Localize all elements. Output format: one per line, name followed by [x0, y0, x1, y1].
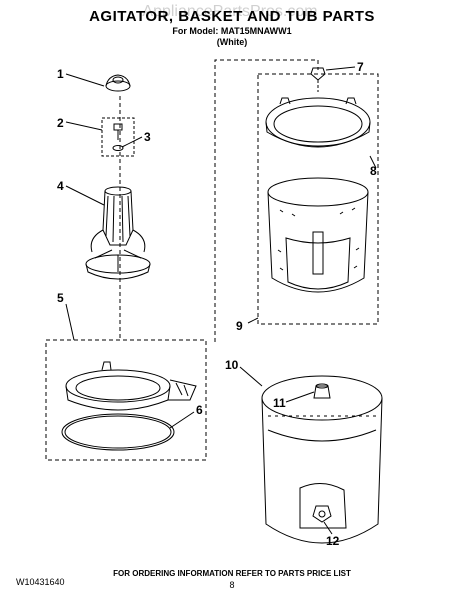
gasket-part — [61, 413, 175, 451]
callout-12: 12 — [326, 534, 340, 548]
callout-1: 1 — [57, 67, 64, 81]
ordering-info: FOR ORDERING INFORMATION REFER TO PARTS … — [113, 569, 351, 578]
leader-10 — [239, 366, 263, 387]
callout-6: 6 — [196, 403, 203, 417]
leader-6 — [169, 411, 195, 429]
drain-nut-part — [312, 505, 332, 523]
leader-11 — [285, 391, 315, 403]
watermark: AppliancePartsPros.com — [142, 3, 318, 20]
leader-5 — [65, 303, 75, 341]
leader-1 — [65, 73, 105, 87]
document-number: W10431640 — [16, 577, 65, 587]
washer-part — [112, 145, 124, 151]
basket-part — [267, 177, 369, 293]
fastener-group-box — [101, 117, 135, 157]
callout-9: 9 — [236, 319, 243, 333]
callout-8: 8 — [370, 164, 377, 178]
callout-3: 3 — [144, 130, 151, 144]
agitator-cap-part — [105, 74, 131, 92]
tub-seal-part — [313, 383, 331, 399]
bolt-part — [113, 123, 123, 140]
callout-7: 7 — [357, 60, 364, 74]
balance-ring-part — [265, 97, 371, 148]
tub-ring-group-box — [45, 339, 207, 461]
callout-2: 2 — [57, 116, 64, 130]
outer-tub-part — [261, 375, 383, 544]
page-title: AGITATOR, BASKET AND TUB PARTS — [89, 8, 375, 25]
callout-11: 11 — [273, 396, 286, 410]
agitator-part — [85, 186, 151, 280]
leader-8 — [369, 155, 377, 169]
model-line: For Model: MAT15MNAWW1 — [172, 26, 292, 36]
color-line: (White) — [216, 37, 248, 47]
leader-4 — [65, 185, 105, 206]
callout-10: 10 — [225, 358, 239, 372]
leader-9 — [247, 317, 259, 324]
tub-ring-part — [65, 361, 197, 411]
hub-nut-part — [310, 67, 326, 92]
leader-12 — [323, 521, 333, 535]
callout-4: 4 — [57, 179, 64, 193]
page-number: 8 — [229, 580, 235, 590]
leader-3 — [121, 136, 143, 148]
leader-7 — [325, 66, 356, 71]
basket-group-box — [257, 73, 379, 325]
leader-2 — [65, 121, 103, 131]
callout-5: 5 — [57, 291, 64, 305]
leader-dashed-center — [214, 59, 319, 342]
